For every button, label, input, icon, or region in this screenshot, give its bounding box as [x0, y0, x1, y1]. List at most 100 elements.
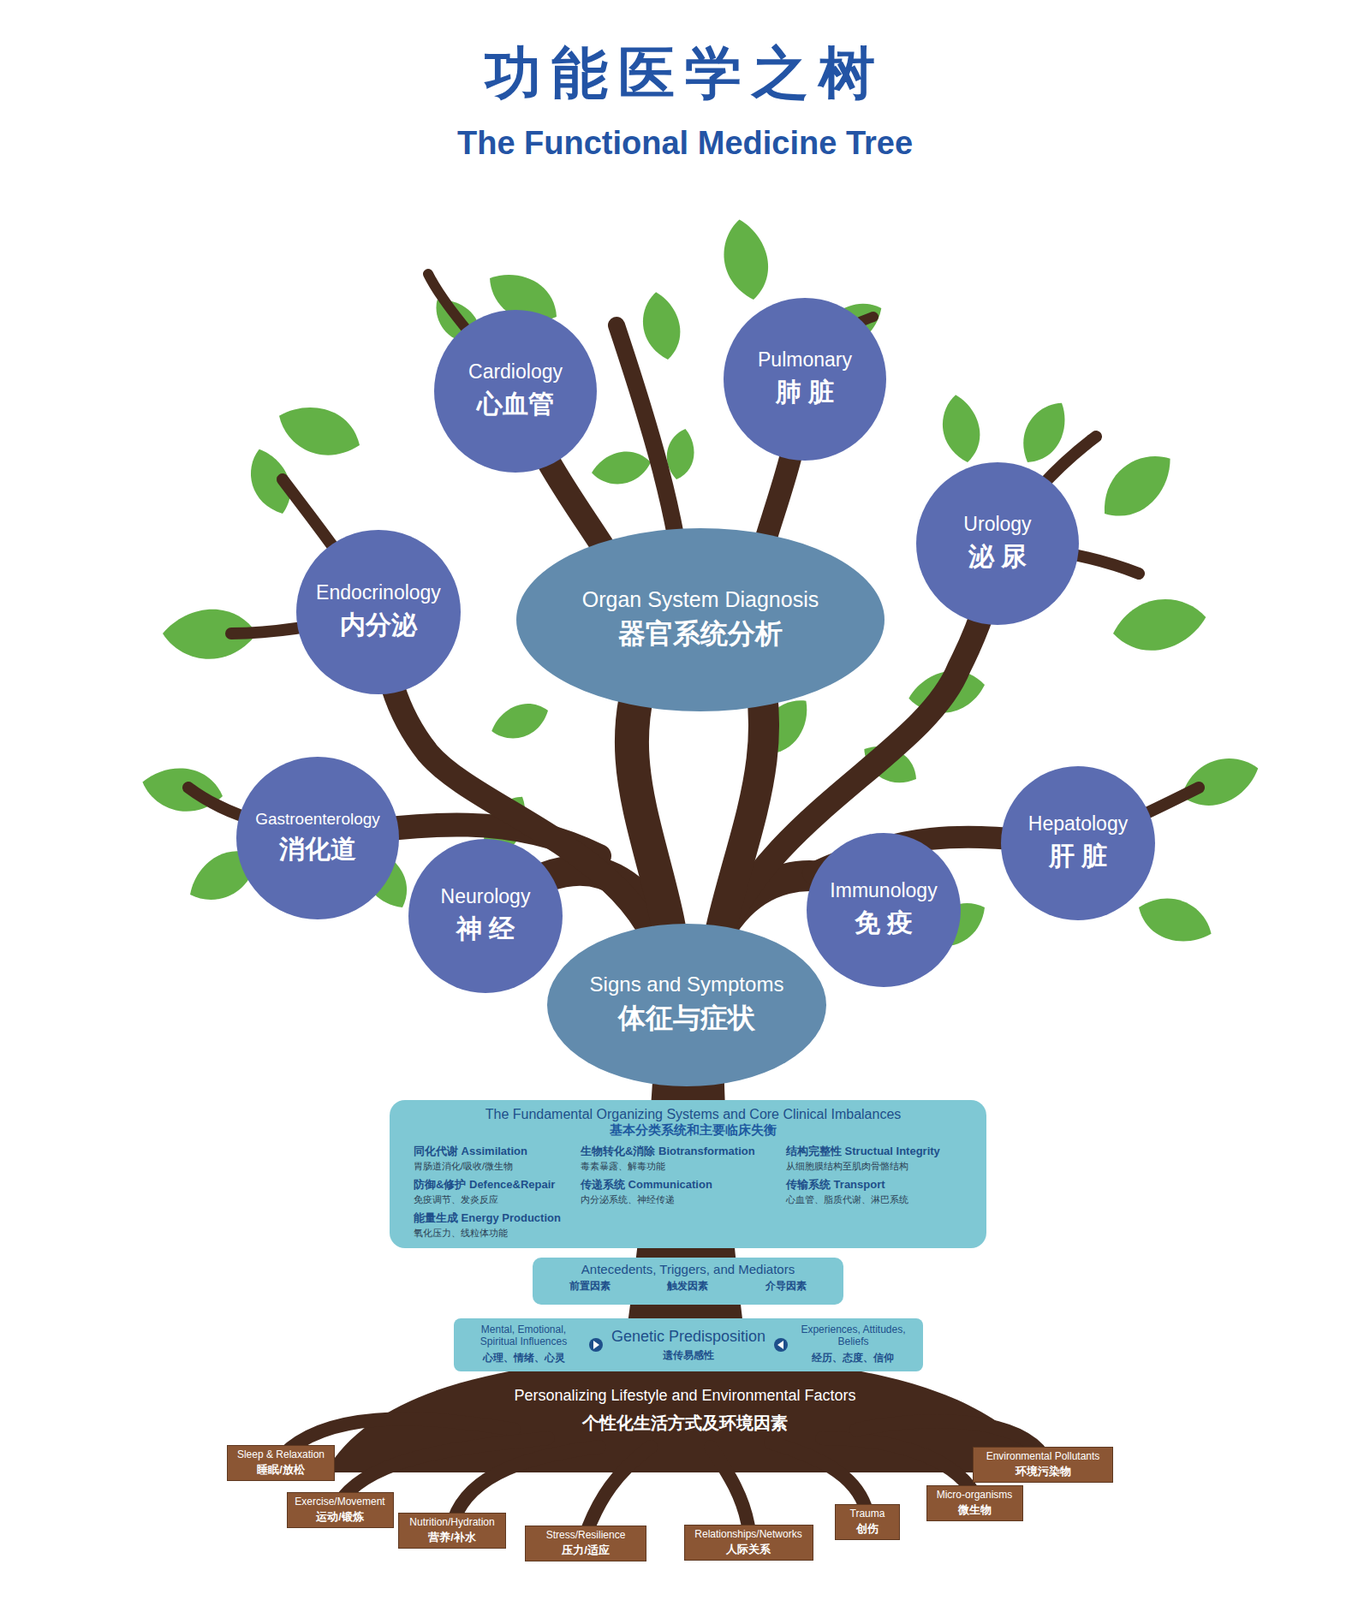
root-heading: 个性化生活方式及环境因素 — [0, 1411, 1370, 1436]
factor-chinese: 创伤 — [842, 1521, 893, 1537]
chinese-name: 泌 尿 — [968, 539, 1027, 575]
influence-band: Mental, Emotional, Spiritual Influences 心… — [453, 1318, 924, 1372]
influence-chinese: 遗传易感性 — [662, 1348, 715, 1364]
diagram-subtitle: The Functional Medicine Tree — [0, 125, 1370, 162]
symptoms-ellipse: Signs and Symptoms体征与症状 — [547, 923, 827, 1087]
lifestyle-root-box: Environmental Pollutants环境污染物 — [972, 1447, 1114, 1484]
factor-name: Environmental Pollutants — [980, 1450, 1106, 1463]
imbalance-item: 结构完整性 Structual Integrity从细胞膜结构至肌肉骨骼结构 — [786, 1143, 973, 1174]
diagnosis-ellipse: Organ System Diagnosis器官系统分析 — [516, 528, 885, 712]
imbalance-item: 同化代谢 Assimilation胃肠道消化/吸收/微生物 — [413, 1143, 581, 1174]
shape-label: Hepatology 肝 脏 — [1028, 812, 1128, 875]
english-name: Hepatology — [1028, 812, 1128, 836]
lifestyle-root-box: Exercise/Movement运动/锻炼 — [286, 1492, 394, 1529]
band-item: 触发因素 — [667, 1279, 709, 1294]
roots — [282, 1419, 1043, 1533]
factor-name: Micro-organisms — [934, 1489, 1016, 1502]
leaves — [138, 215, 1266, 959]
english-name: Immunology — [829, 879, 937, 903]
factor-chinese: 压力/适应 — [532, 1542, 639, 1559]
shape-label: Cardiology心血管 — [468, 360, 563, 423]
influence-title: Experiences, Attitudes, Beliefs — [795, 1324, 912, 1349]
imbalance-desc: 氧化压力、线粒体功能 — [413, 1227, 581, 1240]
factor-chinese: 睡眠/放松 — [234, 1462, 328, 1478]
lifestyle-root-box: Sleep & Relaxation睡眠/放松 — [226, 1445, 335, 1482]
english-name: Urology — [963, 512, 1031, 537]
chinese-name: 肝 脏 — [1048, 839, 1108, 875]
specialty-circle-fill — [806, 833, 961, 988]
specialty-circle: Neurology神 经 — [408, 839, 563, 994]
imbalance-title: 同化代谢 Assimilation — [413, 1143, 581, 1160]
imbalance-item: 生物转化&消除 Biotransformation毒素暴露、解毒功能 — [580, 1143, 787, 1174]
english-name: Organ System Diagnosis — [582, 587, 820, 613]
imbalance-title: 能量生成 Energy Production — [413, 1210, 581, 1227]
imbalance-desc: 毒素暴露、解毒功能 — [580, 1160, 787, 1174]
imbalance-desc: 心血管、脂质代谢、淋巴系统 — [786, 1193, 973, 1207]
antecedent-band: Antecedents, Triggers, and Mediators前置因素… — [532, 1257, 844, 1305]
branches — [188, 274, 1199, 1028]
chinese-name: 肺 脏 — [775, 375, 834, 411]
factor-name: Stress/Resilience — [532, 1529, 639, 1542]
chinese-name: 免 疫 — [854, 905, 913, 942]
influence-chinese: 心理、情绪、心灵 — [482, 1351, 566, 1366]
specialty-circle: Pulmonary 肺 脏 — [723, 297, 887, 461]
imbalance-title: 传输系统 Transport — [786, 1177, 973, 1193]
band-heading: Antecedents, Triggers, and Mediators — [541, 1262, 835, 1277]
chinese-name: 神 经 — [456, 911, 515, 948]
shape-label: Immunology免 疫 — [829, 879, 937, 942]
imbalance-desc: 胃肠道消化/吸收/微生物 — [413, 1160, 581, 1174]
factor-name: Exercise/Movement — [294, 1495, 387, 1508]
specialty-circle: Cardiology心血管 — [434, 309, 597, 473]
lifestyle-root-box: Relationships/Networks人际关系 — [684, 1524, 814, 1561]
specialty-circle: Hepatology 肝 脏 — [1000, 766, 1156, 921]
influence-title: Mental, Emotional, Spiritual Influences — [465, 1324, 582, 1349]
specialty-circle-fill — [236, 756, 400, 920]
panel-heading: The Fundamental Organizing Systems and C… — [413, 1107, 973, 1123]
lifestyle-root-box: Nutrition/Hydration营养/补水 — [398, 1512, 507, 1549]
factor-name: Relationships/Networks — [691, 1528, 806, 1541]
imbalance-title: 结构完整性 Structual Integrity — [786, 1143, 973, 1160]
chinese-name: 体征与症状 — [618, 1000, 756, 1038]
english-name: Pulmonary — [757, 348, 852, 372]
influence-column: Genetic Predisposition遗传易感性 — [611, 1328, 766, 1364]
root-heading: Personalizing Lifestyle and Environmenta… — [0, 1387, 1370, 1406]
factor-chinese: 环境污染物 — [980, 1464, 1106, 1480]
panel-heading-chinese: 基本分类系统和主要临床失衡 — [413, 1122, 973, 1139]
shape-label: Urology泌 尿 — [963, 512, 1031, 575]
specialty-circle-fill — [1000, 766, 1156, 921]
specialty-circle: Urology泌 尿 — [916, 462, 1079, 626]
imbalance-item: 防御&修护 Defence&Repair免疫调节、发炎反应 — [413, 1177, 581, 1207]
influence-column: Experiences, Attitudes, Beliefs 经历、态度、信仰 — [795, 1324, 912, 1366]
imbalance-item: 传输系统 Transport心血管、脂质代谢、淋巴系统 — [786, 1177, 973, 1207]
symptoms-ellipse-fill — [547, 923, 827, 1087]
diagnosis-ellipse-fill — [516, 528, 885, 712]
specialty-circle: Gastroenterology消化道 — [236, 756, 400, 920]
chinese-name: 消化道 — [279, 832, 357, 868]
imbalance-desc: 从细胞膜结构至肌肉骨骼结构 — [786, 1160, 973, 1174]
imbalance-panel: The Fundamental Organizing Systems and C… — [389, 1100, 987, 1249]
specialty-circle-fill — [434, 309, 597, 473]
imbalance-item: 传递系统 Communication内分泌系统、神经传递 — [580, 1177, 787, 1207]
english-name: Cardiology — [468, 360, 563, 384]
shape-label: Neurology神 经 — [440, 885, 531, 948]
influence-chinese: 经历、态度、信仰 — [811, 1351, 894, 1366]
specialty-circle-fill — [723, 297, 887, 461]
chinese-name: 器官系统分析 — [618, 615, 783, 654]
specialty-circle: Endocrinology内分泌 — [296, 530, 461, 695]
english-name: Endocrinology — [315, 581, 441, 605]
factor-name: Nutrition/Hydration — [405, 1516, 499, 1529]
shape-label: Organ System Diagnosis器官系统分析 — [582, 587, 820, 654]
imbalance-title: 生物转化&消除 Biotransformation — [580, 1143, 787, 1160]
lifestyle-root-box: Trauma创伤 — [834, 1504, 900, 1541]
factor-name: Sleep & Relaxation — [234, 1448, 328, 1461]
factor-chinese: 微生物 — [934, 1502, 1016, 1519]
imbalance-title: 防御&修护 Defence&Repair — [413, 1177, 581, 1193]
imbalance-grid: 同化代谢 Assimilation胃肠道消化/吸收/微生物生物转化&消除 Bio… — [413, 1143, 973, 1240]
diagram-title: 功能医学之树 — [0, 35, 1370, 113]
lifestyle-root-box: Micro-organisms微生物 — [926, 1485, 1024, 1522]
specialty-circle: Immunology免 疫 — [806, 833, 961, 988]
specialty-circle-fill — [408, 839, 563, 994]
factor-chinese: 营养/补水 — [405, 1530, 499, 1546]
specialty-circle-fill — [916, 462, 1079, 626]
imbalance-title: 传递系统 Communication — [580, 1177, 787, 1193]
